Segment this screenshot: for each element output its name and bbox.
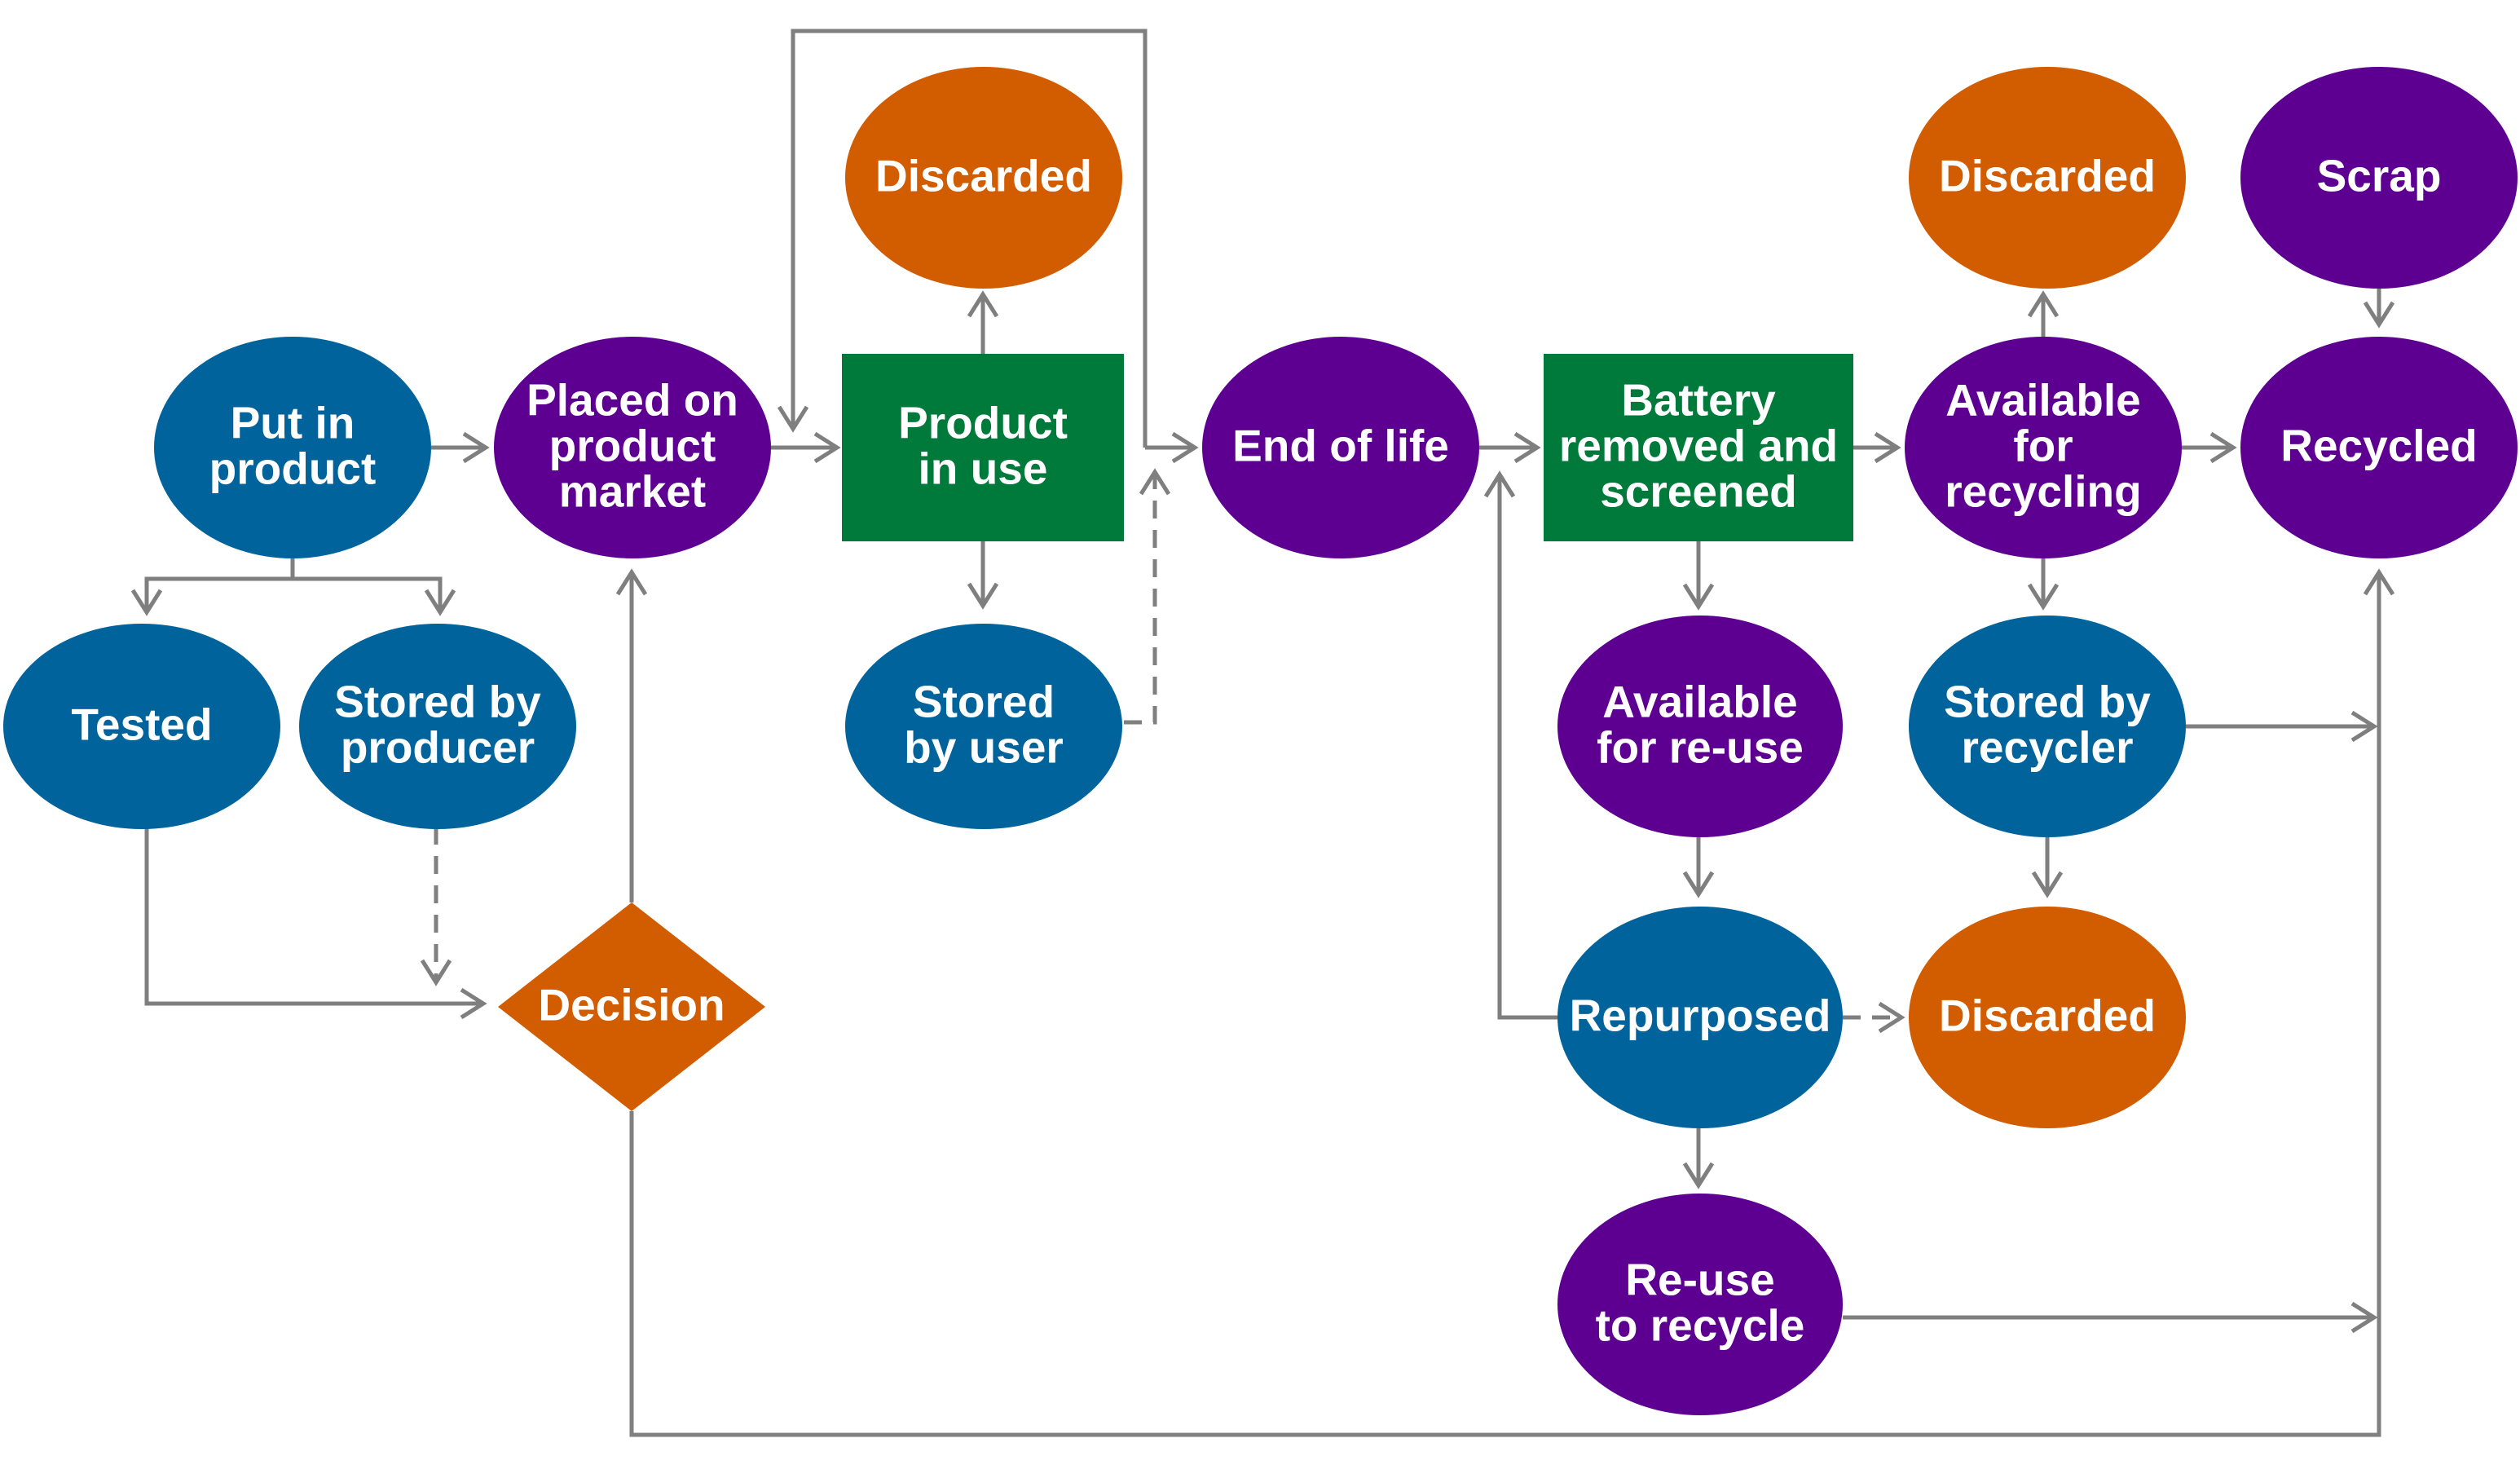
connector-decision-to-recycled xyxy=(629,568,2395,1437)
node-available-reuse-label-line: Available xyxy=(1602,677,1797,727)
node-available-recycling-label-line: recycling xyxy=(1945,466,2142,517)
connector-put-in-product-to-stored-by-producer xyxy=(293,576,456,616)
node-end-of-life-label-line: End of life xyxy=(1232,421,1449,471)
node-put-in-product-label-line: Put in xyxy=(231,398,355,448)
connector-put-in-product-to-tested xyxy=(130,558,295,616)
node-discarded-2: Discarded xyxy=(1909,907,2186,1128)
node-reuse-to-recycle-shape xyxy=(1557,1194,1843,1415)
node-end-of-life: End of life xyxy=(1202,337,1479,558)
node-placed-on-market-shape xyxy=(494,337,771,558)
node-stored-by-recycler-label-line: Stored by xyxy=(1944,677,2151,727)
node-scrap: Scrap xyxy=(2240,67,2518,289)
node-battery-removed-label-line: screened xyxy=(1600,466,1797,517)
node-tested: Tested xyxy=(3,624,280,829)
node-discarded-3-shape xyxy=(1909,67,2186,289)
connector-tested-to-decision xyxy=(144,827,487,1020)
node-discarded-2-label-line: Discarded xyxy=(1939,991,2156,1041)
node-reuse-to-recycle-label-line: Re-use xyxy=(1625,1255,1774,1305)
node-recycled-label-line: Recycled xyxy=(2280,421,2478,471)
node-available-reuse-shape xyxy=(1557,616,1843,837)
node-battery-removed-shape xyxy=(1544,354,1853,541)
node-stored-by-user-shape xyxy=(845,624,1122,829)
node-scrap-shape xyxy=(2240,67,2518,289)
node-stored-by-recycler-label-line: recycler xyxy=(1961,722,2133,773)
node-available-recycling-label-line: Available xyxy=(1945,375,2140,426)
node-discarded-1: Discarded xyxy=(845,67,1122,289)
node-end-of-life-shape xyxy=(1202,337,1479,558)
node-tested-label-line: Tested xyxy=(71,699,212,750)
node-available-recycling-label-line: for xyxy=(2013,421,2073,471)
node-recycled-shape xyxy=(2240,337,2518,558)
node-discarded-2-shape xyxy=(1909,907,2186,1128)
node-discarded-1-shape xyxy=(845,67,1122,289)
node-discarded-3: Discarded xyxy=(1909,67,2186,289)
node-battery-removed-label-line: Battery xyxy=(1621,375,1776,426)
node-product-in-use-label-line: Product xyxy=(898,398,1068,448)
node-put-in-product-shape xyxy=(154,337,431,558)
node-reuse-to-recycle-label-line: to recycle xyxy=(1596,1300,1805,1351)
node-scrap-label-line: Scrap xyxy=(2317,151,2442,201)
node-stored-by-producer-label-line: producer xyxy=(341,722,535,773)
node-decision: Decision xyxy=(498,902,765,1111)
node-placed-on-market-label-line: market xyxy=(559,466,706,517)
connectors xyxy=(130,29,2395,1437)
node-available-recycling-shape xyxy=(1905,337,2182,558)
node-discarded-3-label-line: Discarded xyxy=(1939,151,2156,201)
node-placed-on-market-label-line: Placed on xyxy=(526,375,738,426)
node-tested-shape xyxy=(3,624,280,829)
node-placed-on-market-label-line: product xyxy=(549,421,716,471)
node-stored-by-recycler-shape xyxy=(1909,616,2186,837)
node-battery-removed-label-line: removed and xyxy=(1559,421,1838,471)
connector-product-in-use-to-product-in-use xyxy=(777,29,1148,448)
node-repurposed-label-line: Repurposed xyxy=(1570,991,1831,1041)
connector-repurposed-to-battery-removed xyxy=(1483,470,1557,1020)
node-repurposed-shape xyxy=(1557,907,1843,1128)
node-put-in-product-label-line: product xyxy=(209,443,377,494)
node-stored-by-producer-label-line: Stored by xyxy=(334,677,541,727)
node-stored-by-user-label-line: by user xyxy=(904,722,1064,773)
node-repurposed: Repurposed xyxy=(1557,907,1843,1128)
node-decision-label-line: Decision xyxy=(538,980,725,1030)
node-discarded-1-label-line: Discarded xyxy=(875,151,1092,201)
node-available-reuse-label-line: for re-use xyxy=(1597,722,1804,773)
node-product-in-use-shape xyxy=(842,354,1124,541)
node-recycled: Recycled xyxy=(2240,337,2518,558)
node-stored-by-user-label-line: Stored xyxy=(913,677,1055,727)
node-decision-shape xyxy=(498,902,765,1111)
connector-stored-by-user-to-end-of-life xyxy=(1124,468,1171,725)
node-product-in-use-label-line: in use xyxy=(919,443,1048,494)
node-stored-by-producer-shape xyxy=(299,624,576,829)
